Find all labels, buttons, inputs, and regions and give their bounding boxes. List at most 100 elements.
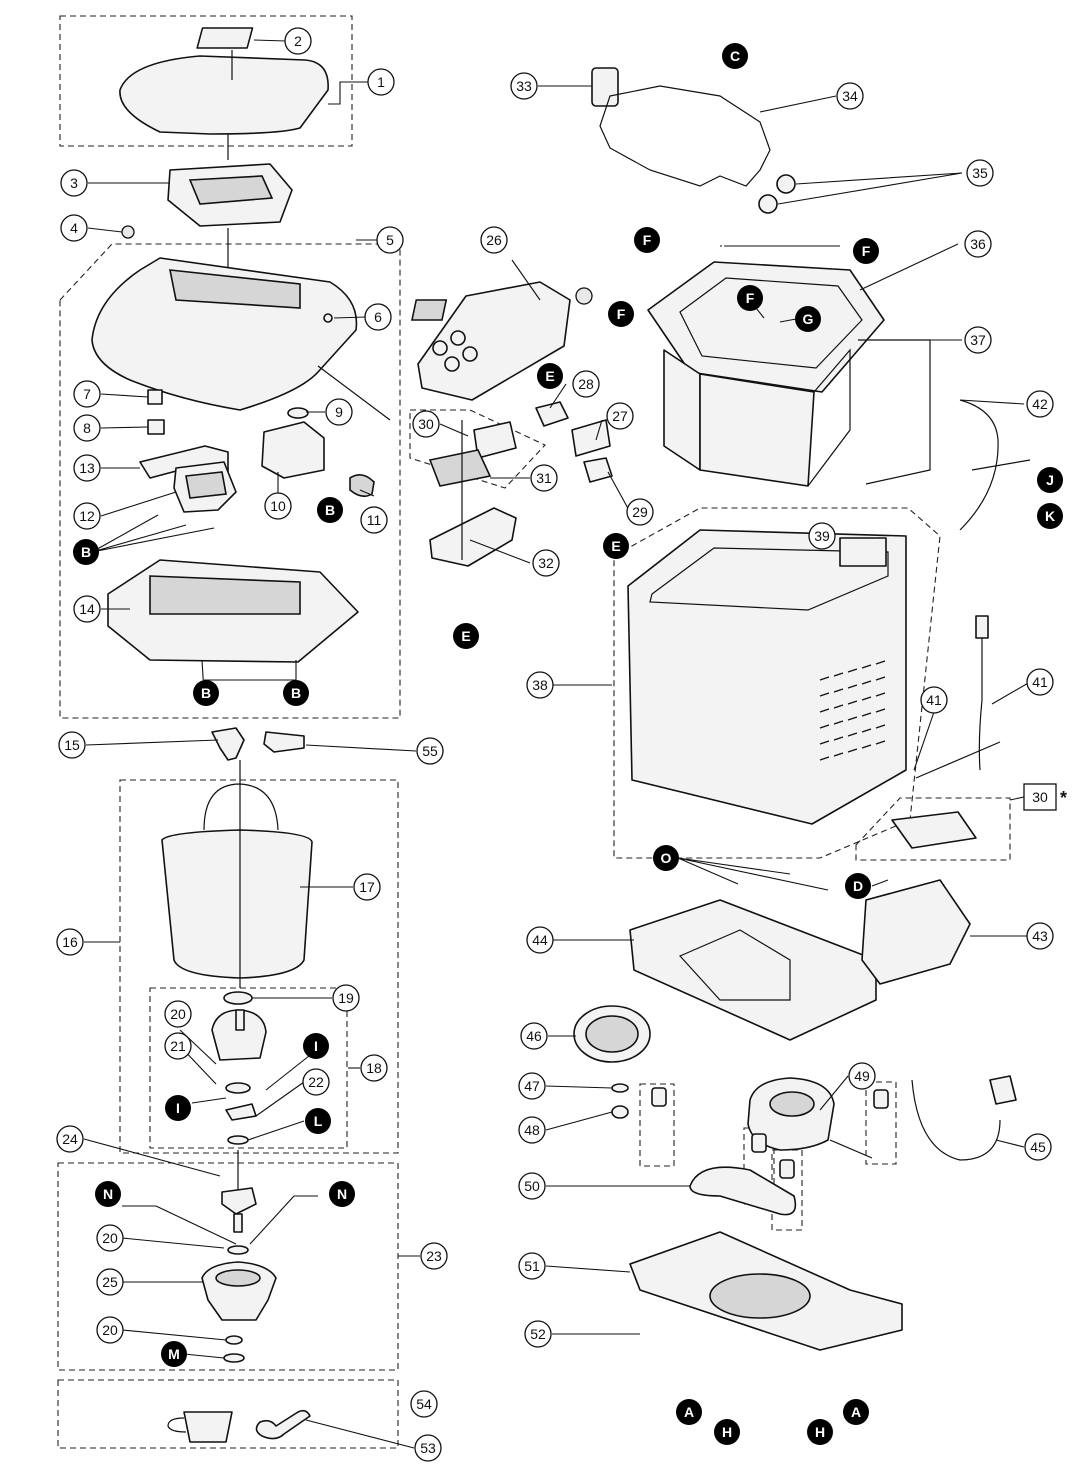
- group-box-pan: [119, 779, 399, 1154]
- callout-35: 35: [966, 159, 994, 187]
- callout-48: 48: [518, 1116, 546, 1144]
- screw-marker-circle: [676, 1399, 702, 1425]
- vent-slot: [833, 736, 844, 741]
- callout-number: 8: [83, 420, 91, 436]
- callout-24: 24: [56, 1125, 84, 1153]
- screw-marker-B: B: [283, 680, 309, 706]
- plug-cord: [911, 1075, 1017, 1161]
- callout-number: 28: [578, 376, 594, 392]
- screw-marker-letter: O: [661, 850, 672, 866]
- callout-number: 6: [374, 309, 382, 325]
- screw-marker-circle: [305, 1108, 331, 1134]
- callout-number: 38: [532, 677, 548, 693]
- callout-circle: [848, 1062, 876, 1090]
- screw-marker-circle: [317, 497, 343, 523]
- callout-circle: [518, 1252, 546, 1280]
- callout-number: 49: [854, 1068, 870, 1084]
- callout-number: 45: [1030, 1139, 1046, 1155]
- pulley-parts: [573, 1005, 651, 1119]
- accessories: [167, 1409, 311, 1443]
- vent-slot: [833, 720, 844, 725]
- callout-number: 41: [1032, 674, 1048, 690]
- callout-number: 43: [1032, 928, 1048, 944]
- screw-marker-circle: [303, 1033, 329, 1059]
- callout-36: 36: [964, 230, 992, 258]
- callout-number: 55: [422, 743, 438, 759]
- callout-4: 4: [60, 214, 88, 242]
- bottom-plate: [629, 1231, 903, 1351]
- callout-circle: [920, 686, 948, 714]
- callout-41: 41: [1026, 668, 1054, 696]
- group-box-drive: [149, 987, 348, 1149]
- case-vents: [819, 660, 886, 761]
- vent-slot: [861, 712, 872, 717]
- callout-number: 52: [530, 1326, 546, 1342]
- callout-43: 43: [1026, 922, 1054, 950]
- callout-circle: [572, 370, 600, 398]
- screw-marker-circle: [843, 1399, 869, 1425]
- callout-17: 17: [353, 873, 381, 901]
- callout-circle: [376, 226, 404, 254]
- screw-marker-B: B: [317, 497, 343, 523]
- callout-54: 54: [410, 1390, 438, 1418]
- screw-marker-A: A: [676, 1399, 702, 1425]
- callout-number: 17: [359, 879, 375, 895]
- callout-number: 41: [926, 692, 942, 708]
- screw-marker-circle: [329, 1181, 355, 1207]
- dispenser-tray: [167, 163, 293, 280]
- vent-slot: [819, 724, 830, 729]
- group-box-foot-1: [639, 1083, 675, 1167]
- callout-number: 16: [62, 934, 78, 950]
- callout-number: 20: [102, 1230, 118, 1246]
- vent-slot: [847, 732, 858, 737]
- callout-51: 51: [518, 1252, 546, 1280]
- callout-circle: [626, 498, 654, 526]
- callout-21: 21: [164, 1032, 192, 1060]
- vent-slot: [819, 676, 830, 681]
- screw-marker-O: O: [653, 845, 679, 871]
- screw-marker-circle: [193, 680, 219, 706]
- screw-marker-circle: [853, 238, 879, 264]
- screw-marker-circle: [714, 1419, 740, 1445]
- callout-circle: [1024, 1133, 1052, 1161]
- callout-circle: [1026, 668, 1054, 696]
- callout-number: 3: [70, 175, 78, 191]
- callout-number: 7: [83, 386, 91, 402]
- callout-circle: [56, 928, 84, 956]
- screw-marker-F: F: [634, 227, 660, 253]
- vent-slot: [875, 676, 886, 681]
- callout-number: 46: [526, 1028, 542, 1044]
- callout-52: 52: [524, 1320, 552, 1348]
- screw-marker-letter: F: [862, 243, 871, 259]
- screw-marker-A: A: [843, 1399, 869, 1425]
- screw-marker-I: I: [303, 1033, 329, 1059]
- callout-circle: [410, 1390, 438, 1418]
- screw-marker-N: N: [329, 1181, 355, 1207]
- callout-number: 22: [308, 1074, 324, 1090]
- screw-marker-letter: H: [722, 1424, 732, 1440]
- callout-32: 32: [532, 549, 560, 577]
- callout-3: 3: [60, 169, 88, 197]
- callout-circle: [60, 214, 88, 242]
- lid-label-sticker: [196, 27, 254, 49]
- group-box-case: [613, 507, 941, 859]
- callout-number: 51: [524, 1258, 540, 1274]
- vent-slot: [875, 692, 886, 697]
- vent-slot: [833, 672, 844, 677]
- callout-circle: [518, 1116, 546, 1144]
- callout-circle: [73, 454, 101, 482]
- callout-circle: [73, 595, 101, 623]
- screw-marker-letter: I: [176, 1100, 180, 1116]
- connector-parts: [535, 287, 613, 483]
- base-frame: [629, 879, 971, 1041]
- oven-chamber: [647, 261, 885, 487]
- callout-number: 37: [970, 332, 986, 348]
- callout-circle: [264, 492, 292, 520]
- pan-assembly: [161, 727, 313, 988]
- callout-55: 55: [416, 737, 444, 765]
- vent-slot: [819, 756, 830, 761]
- vent-slot: [861, 728, 872, 733]
- small-parts-left: [139, 389, 375, 513]
- callout-13: 13: [73, 454, 101, 482]
- group-box-pcb-alt: [855, 797, 1011, 861]
